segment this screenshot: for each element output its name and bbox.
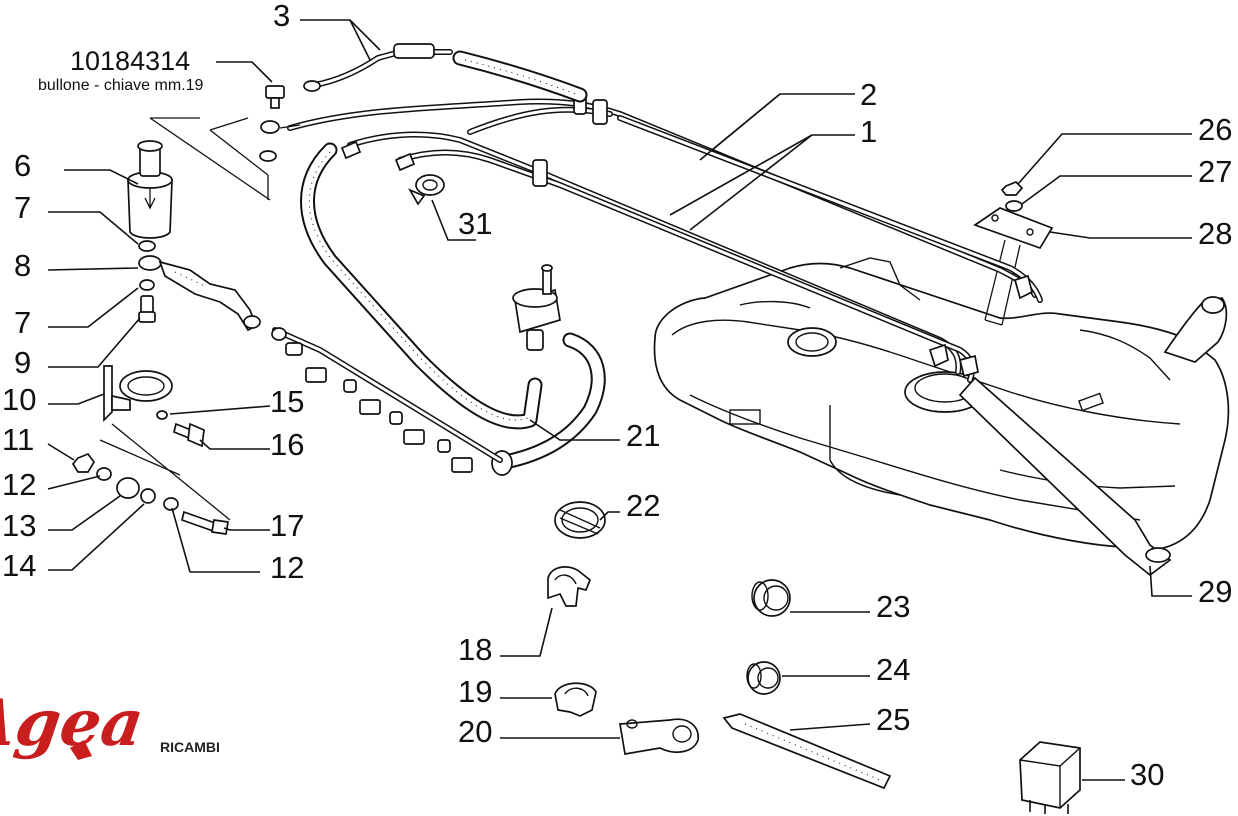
callout-1: 1 bbox=[860, 114, 877, 149]
callout-6: 6 bbox=[14, 148, 31, 183]
grommet-23 bbox=[751, 579, 791, 617]
fuel-pipes bbox=[287, 95, 1043, 383]
return-pipe bbox=[271, 327, 503, 473]
vapor-valve bbox=[512, 264, 561, 351]
callout-23: 23 bbox=[876, 589, 910, 624]
callout-labels: 3 2 1 26 27 28 29 6 7 8 7 9 10 11 12 13 … bbox=[2, 0, 1232, 792]
cable-tie-25 bbox=[722, 713, 892, 790]
callout-29: 29 bbox=[1198, 574, 1232, 609]
hose-3 bbox=[303, 43, 588, 103]
strap-clamp-20 bbox=[619, 718, 700, 755]
part-description: bullone - chiave mm.19 bbox=[38, 77, 204, 94]
nut-washer-26-27 bbox=[1000, 181, 1024, 212]
callout-28: 28 bbox=[1198, 216, 1232, 251]
callout-8: 8 bbox=[14, 248, 31, 283]
agea-logo: Agea RICAMBI bbox=[0, 686, 220, 761]
fuel-tank bbox=[653, 207, 1230, 577]
callout-21: 21 bbox=[626, 418, 660, 453]
callout-31: 31 bbox=[458, 206, 492, 241]
callout-12-left: 12 bbox=[2, 467, 36, 502]
callout-10: 10 bbox=[2, 382, 36, 417]
filter-assembly bbox=[127, 85, 301, 332]
callout-27: 27 bbox=[1198, 154, 1232, 189]
pipe-bracket-18 bbox=[547, 566, 592, 607]
logo-brand: Agea bbox=[0, 686, 148, 761]
callout-7-bottom: 7 bbox=[14, 305, 31, 340]
callout-26: 26 bbox=[1198, 112, 1232, 147]
callout-15: 15 bbox=[270, 384, 304, 419]
callout-18: 18 bbox=[458, 632, 492, 667]
part-code: 10184314 bbox=[70, 46, 190, 76]
callout-16: 16 bbox=[270, 427, 304, 462]
callout-22: 22 bbox=[626, 488, 660, 523]
callout-2: 2 bbox=[860, 77, 877, 112]
pipe-clip-19 bbox=[554, 682, 597, 717]
callout-9: 9 bbox=[14, 345, 31, 380]
pipe-clips bbox=[305, 367, 473, 473]
hose-clamp-22 bbox=[554, 501, 606, 539]
logo-subtitle: RICAMBI bbox=[160, 739, 220, 755]
clip-31 bbox=[408, 174, 445, 206]
grommet-24 bbox=[746, 661, 781, 695]
hose-21 bbox=[300, 142, 606, 476]
callout-20: 20 bbox=[458, 714, 492, 749]
callout-3: 3 bbox=[273, 0, 290, 33]
callout-14: 14 bbox=[2, 548, 36, 583]
callout-12-right: 12 bbox=[270, 550, 304, 585]
callout-13: 13 bbox=[2, 508, 36, 543]
mounting-bracket bbox=[71, 365, 231, 535]
callout-17: 17 bbox=[270, 508, 304, 543]
callout-7-top: 7 bbox=[14, 190, 31, 225]
callout-25: 25 bbox=[876, 702, 910, 737]
callout-30: 30 bbox=[1130, 757, 1164, 792]
relay-30 bbox=[1019, 741, 1081, 814]
callout-11: 11 bbox=[2, 422, 34, 457]
leader-lines bbox=[47, 19, 1192, 781]
callout-24: 24 bbox=[876, 652, 910, 687]
callout-19: 19 bbox=[458, 674, 492, 709]
